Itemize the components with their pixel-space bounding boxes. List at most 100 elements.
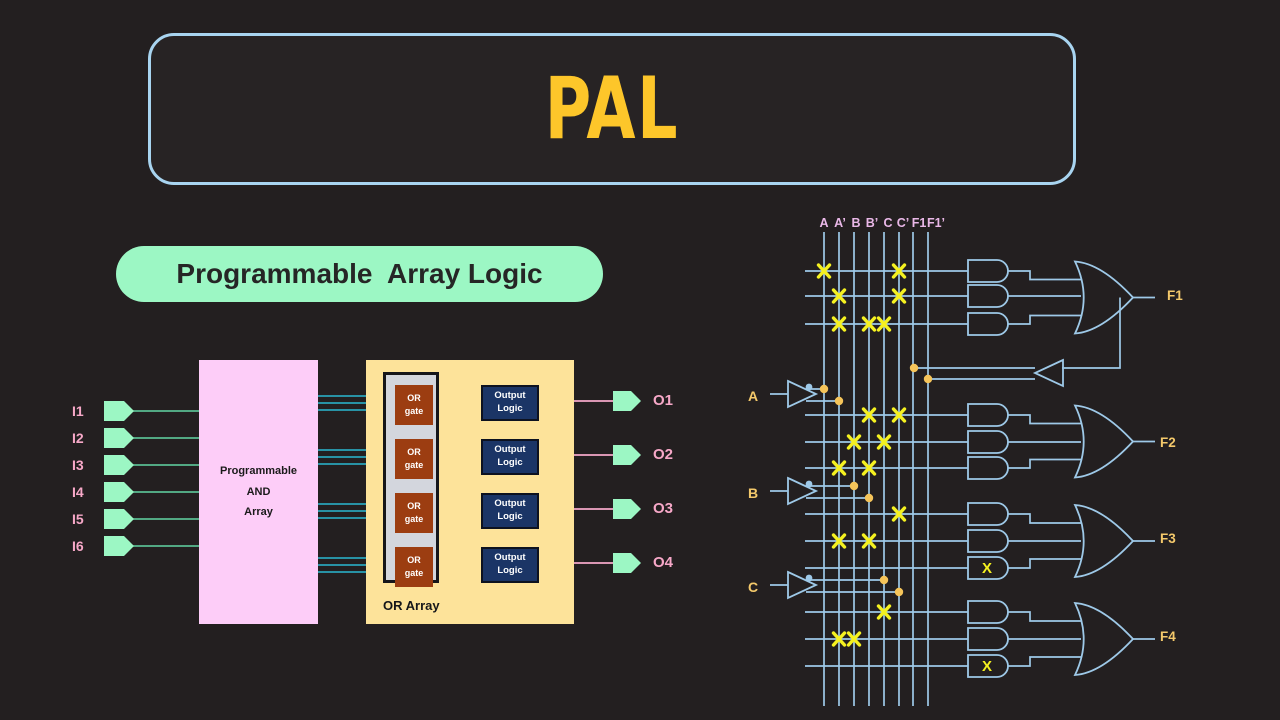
and-gate-0-0: [967, 259, 1009, 283]
column-header-a-bar: A’: [834, 216, 846, 230]
connection-dot: [894, 587, 904, 597]
input-buffer-c: [787, 570, 819, 600]
title-box: PAL: [148, 33, 1076, 185]
schematic-output-label-f3: F3: [1160, 531, 1176, 546]
column-header-a: A: [819, 216, 829, 230]
output-logic-line2: Logic: [497, 511, 523, 522]
output-logic-line2: Logic: [497, 565, 523, 576]
schematic-input-label-b: B: [748, 485, 759, 501]
output-logic-line2: Logic: [497, 457, 523, 468]
and-array-label-line1: Programmable: [219, 465, 298, 478]
column-header-b: B: [851, 216, 861, 230]
or-gate-label-line1: OR: [407, 392, 421, 403]
fuse-cross-mark[interactable]: [891, 506, 907, 522]
column-header-c: C: [883, 216, 893, 230]
or-gate-2: [1073, 503, 1135, 579]
or-gate-3: OR gate: [395, 493, 433, 533]
output-logic-1: Output Logic: [481, 385, 539, 421]
output-label-o3: O3: [653, 500, 674, 517]
schematic-output-label-f2: F2: [1160, 435, 1176, 450]
or-gate-3: [1073, 601, 1135, 677]
and-gate-2-0: [967, 502, 1009, 526]
connection-dot: [819, 384, 829, 394]
output-label-o4: O4: [653, 554, 674, 571]
input-label-i4: I4: [72, 484, 84, 500]
column-header-b-bar: B’: [865, 216, 879, 230]
schematic-input-label-c: C: [748, 579, 759, 595]
or-gate-label-line2: gate: [404, 568, 424, 578]
programmable-and-array-block: Programmable AND Array: [199, 360, 318, 624]
and-gate-3-1: [967, 627, 1009, 651]
fuse-cross-mark[interactable]: [846, 434, 862, 450]
fuse-cross-mark[interactable]: [876, 604, 892, 620]
and-array-label-line2: AND: [246, 485, 271, 498]
output-label-o1: O1: [653, 392, 674, 409]
or-gate-4: OR gate: [395, 547, 433, 587]
and-gate-1-2: [967, 456, 1009, 480]
input-label-i6: I6: [72, 538, 84, 554]
fuse-cross-mark[interactable]: [846, 631, 862, 647]
and-to-or-2-0: [1008, 513, 1081, 524]
or-array-caption: OR Array: [383, 598, 440, 613]
fuse-cross-mark[interactable]: [831, 288, 847, 304]
or-array-block: OR gate OR gate OR gate OR gate Output L…: [366, 360, 574, 624]
fuse-cross-mark[interactable]: [831, 316, 847, 332]
column-header-f1-bar: F1’: [926, 216, 946, 230]
connection-dot: [923, 374, 933, 384]
and-gate-0-2: [967, 312, 1009, 336]
and-gate-2-2: [967, 556, 1009, 580]
subtitle-text: Programmable Array Logic: [176, 258, 543, 289]
output-logic-line2: Logic: [497, 403, 523, 414]
and-to-or-3-2: [1008, 656, 1081, 667]
or-gate-label-line2: gate: [404, 406, 424, 416]
buffer-node: [805, 574, 813, 582]
and-gate-3-2: [967, 654, 1009, 678]
input-buffer-a: [787, 379, 819, 409]
fuse-cross-mark[interactable]: [876, 434, 892, 450]
fuse-cross-mark[interactable]: [861, 460, 877, 476]
and-to-or-0-0: [1008, 270, 1081, 281]
input-buffer-b: [787, 476, 819, 506]
fuse-cross-mark[interactable]: [861, 533, 877, 549]
subtitle-pill: Programmable Array Logic: [116, 246, 603, 302]
or-gate-column: OR gate OR gate OR gate OR gate: [383, 372, 439, 587]
fuse-cross-mark[interactable]: [831, 631, 847, 647]
output-label-o2: O2: [653, 446, 674, 463]
and-to-or-2-2: [1008, 558, 1081, 569]
and-gate-2-1: [967, 529, 1009, 553]
and-to-or-0-2: [1008, 314, 1081, 325]
and-gate-1-1: [967, 430, 1009, 454]
or-gate-2: OR gate: [395, 439, 433, 479]
f1-feedback-wire: [1062, 297, 1121, 369]
page-title: PAL: [544, 59, 680, 159]
column-header-f1: F1: [911, 216, 927, 230]
or-gate-1: OR gate: [395, 385, 433, 425]
fuse-cross-mark[interactable]: [891, 288, 907, 304]
fuse-cross-mark[interactable]: [876, 316, 892, 332]
fuse-cross-mark[interactable]: [861, 407, 877, 423]
input-label-i2: I2: [72, 430, 84, 446]
schematic-output-label-f1: F1: [1167, 288, 1183, 303]
or-gate-label-line1: OR: [407, 446, 421, 457]
buffer-node: [805, 480, 813, 488]
fuse-cross-mark[interactable]: [816, 263, 832, 279]
fuse-cross-mark[interactable]: [891, 263, 907, 279]
input-label-i5: I5: [72, 511, 84, 527]
fuse-cross-mark[interactable]: [861, 316, 877, 332]
fuse-cross-mark[interactable]: [831, 460, 847, 476]
or-gate-label-line1: OR: [407, 500, 421, 511]
and-gate-fuse-mark: X: [982, 658, 992, 675]
connection-dot: [909, 363, 919, 373]
and-to-or-1-2: [1008, 458, 1081, 469]
or-gate-1: [1073, 404, 1135, 479]
buffer-node: [805, 383, 813, 391]
fuse-cross-mark[interactable]: [831, 533, 847, 549]
connection-dot: [849, 481, 859, 491]
connection-dot: [879, 575, 889, 585]
fuse-cross-mark[interactable]: [891, 407, 907, 423]
and-gate-1-0: [967, 403, 1009, 427]
input-label-i3: I3: [72, 457, 84, 473]
